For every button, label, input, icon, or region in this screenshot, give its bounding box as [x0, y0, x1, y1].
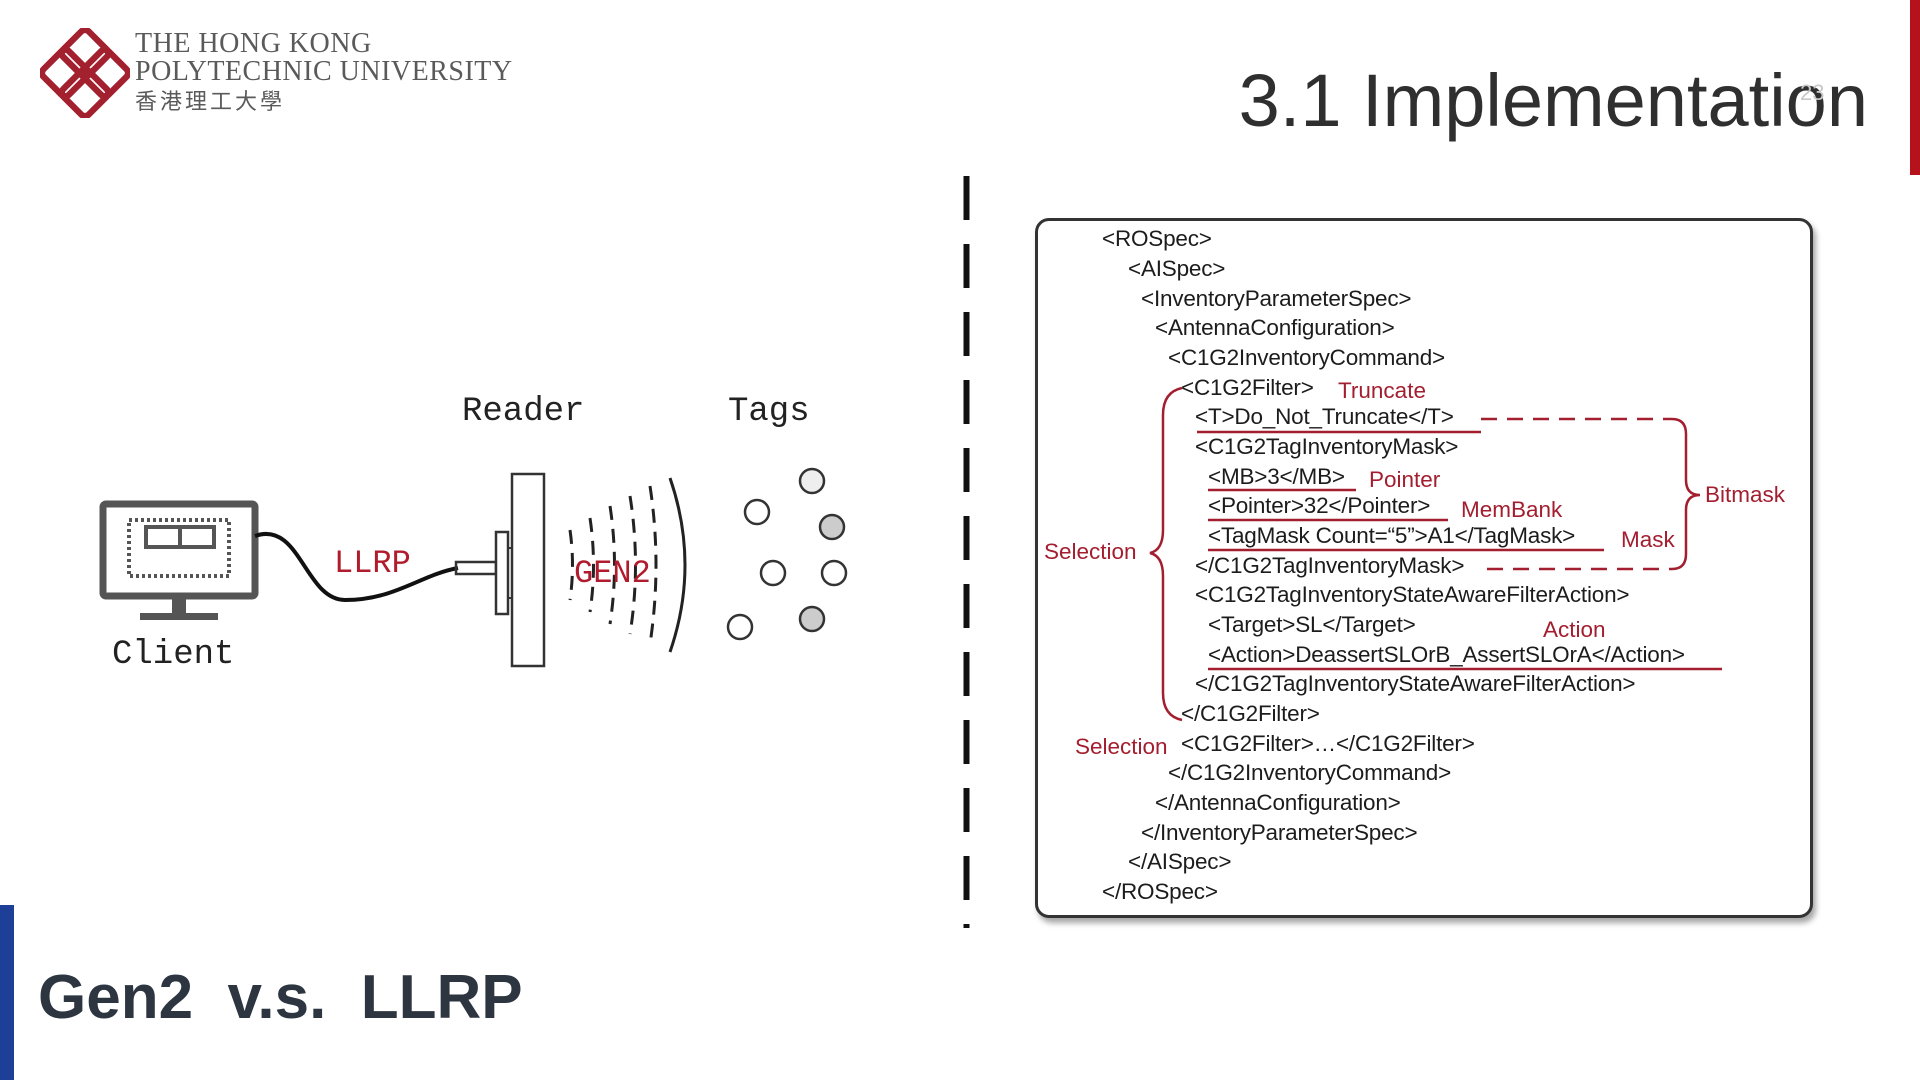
xml-line: </AISpec> [1128, 849, 1232, 874]
reader-icon [494, 472, 546, 668]
xml-line: <Pointer>32</Pointer> [1208, 493, 1431, 518]
university-name-line2: POLYTECHNIC UNIVERSITY [135, 56, 513, 87]
accent-bar-right [1910, 0, 1920, 175]
tag-icon [820, 559, 848, 587]
xml-line: </C1G2TagInventoryMask> [1195, 553, 1465, 578]
antenna-icon [568, 485, 658, 645]
xml-line: </C1G2Filter> [1181, 701, 1320, 726]
tag-icon [743, 498, 771, 526]
annotation-pointer: Pointer [1369, 467, 1441, 492]
annotation-membank: MemBank [1461, 497, 1563, 522]
client-label: Client [112, 636, 235, 674]
annotation-truncate: Truncate [1338, 378, 1426, 403]
xml-line: <Target>SL</Target> [1208, 612, 1416, 637]
xml-line: </InventoryParameterSpec> [1141, 820, 1418, 845]
annotation-mask: Mask [1621, 527, 1675, 552]
xml-line: <C1G2Filter> [1181, 375, 1314, 400]
reader-label: Reader [462, 393, 585, 431]
xml-line: <C1G2Filter>…</C1G2Filter> [1181, 731, 1475, 756]
llrp-xml-panel [1035, 218, 1813, 918]
xml-line: </ROSpec> [1102, 879, 1218, 904]
xml-line: <Action>DeassertSLOrB_AssertSLOrA</Actio… [1208, 642, 1685, 667]
xml-line: <AISpec> [1128, 256, 1226, 281]
xml-line: </C1G2InventoryCommand> [1168, 760, 1452, 785]
xml-line: <ROSpec> [1102, 226, 1212, 251]
xml-line: <AntennaConfiguration> [1155, 315, 1395, 340]
computer-icon [99, 500, 259, 620]
xml-line: </C1G2TagInventoryStateAwareFilterAction… [1195, 671, 1636, 696]
xml-line: <MB>3</MB> [1208, 464, 1345, 489]
slide-heading: Gen2 v.s. LLRP [38, 963, 523, 1032]
tags-label: Tags [728, 393, 810, 431]
llrp-cable [254, 531, 459, 603]
xml-line: </AntennaConfiguration> [1155, 790, 1401, 815]
xml-line: <T>Do_Not_Truncate</T> [1195, 404, 1454, 429]
bitmask-brace [1671, 417, 1701, 571]
page-number: 23 [1800, 80, 1825, 105]
accent-bar-left [0, 905, 14, 1080]
llrp-label: LLRP [334, 545, 411, 582]
xml-line: <TagMask Count=“5”>A1</TagMask> [1208, 523, 1576, 548]
tag-icon [759, 559, 787, 587]
section-title: 3.1 Implementation [1238, 59, 1868, 142]
xml-line: <C1G2InventoryCommand> [1168, 345, 1445, 370]
dashed-divider [963, 176, 970, 928]
xml-line: <C1G2TagInventoryStateAwareFilterAction> [1195, 582, 1630, 607]
tag-icon [798, 605, 826, 633]
xml-line: <C1G2TagInventoryMask> [1195, 434, 1459, 459]
annotation-bitmask: Bitmask [1705, 482, 1786, 507]
university-name-line1: THE HONG KONG [135, 28, 372, 59]
tag-icon [726, 613, 754, 641]
annotation-action: Action [1543, 617, 1606, 642]
tag-icon [818, 513, 846, 541]
annotation-selection: Selection [1075, 734, 1168, 759]
university-name-chinese: 香港理工大學 [135, 89, 286, 114]
system-diagram [99, 467, 848, 668]
annotation-selection: Selection [1044, 539, 1137, 564]
selection-brace [1149, 386, 1183, 722]
tag-icon [798, 467, 826, 495]
university-logo-icon [40, 28, 130, 118]
xml-line: <InventoryParameterSpec> [1141, 286, 1412, 311]
gen2-label: GEN2 [574, 555, 651, 592]
